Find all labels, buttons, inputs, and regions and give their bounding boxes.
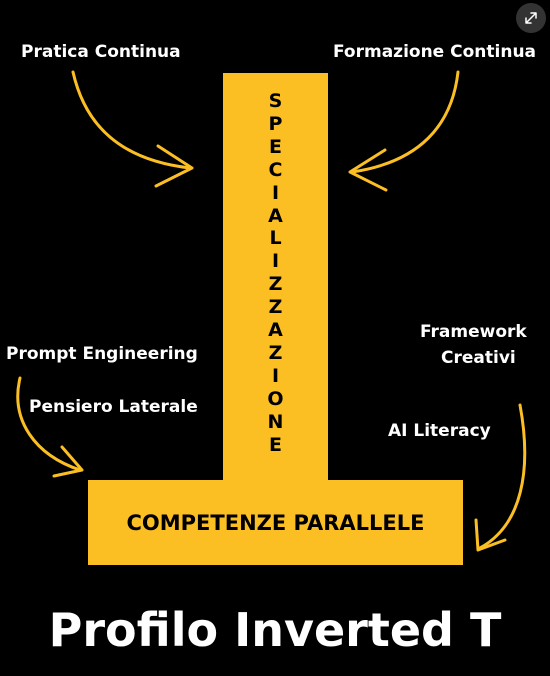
vertical-letter: S [268,90,283,112]
vertical-letter: P [268,112,283,135]
label-creativi: Creativi [441,348,516,368]
expand-button[interactable] [516,3,546,33]
vertical-letter: O [267,387,284,410]
curved-arrow-icon [71,70,194,188]
label-framework: Framework [420,322,527,342]
label-ai-literacy: AI Literacy [388,421,491,441]
vertical-letter: I [271,364,280,387]
curved-arrow-icon [16,376,84,478]
label-prompt-engineering: Prompt Engineering [6,344,198,364]
vertical-letter: N [267,410,284,433]
vertical-letter: E [269,135,282,158]
competenze-parallele-label: COMPETENZE PARALLELE [126,510,425,535]
vertical-letter: I [271,181,280,204]
vertical-letter: I [271,250,280,273]
vertical-letter: Z [268,273,283,296]
label-formazione-continua: Formazione Continua [333,42,537,62]
page-title: Profilo Inverted T [48,603,502,657]
horizontal-bar [88,480,463,565]
label-pratica-continua: Pratica Continua [21,42,181,62]
vertical-letter: Z [268,341,283,364]
expand-icon [525,12,537,24]
vertical-letter: E [269,433,282,456]
curved-arrow-icon [348,70,460,192]
vertical-letter: Z [268,296,283,319]
vertical-letter: A [268,319,283,342]
vertical-letter: L [269,227,282,250]
vertical-letter: A [268,204,283,227]
label-pensiero-laterale: Pensiero Laterale [29,397,198,417]
vertical-bar [223,73,328,493]
curved-arrow-icon [474,403,527,552]
vertical-letter: C [268,158,283,181]
